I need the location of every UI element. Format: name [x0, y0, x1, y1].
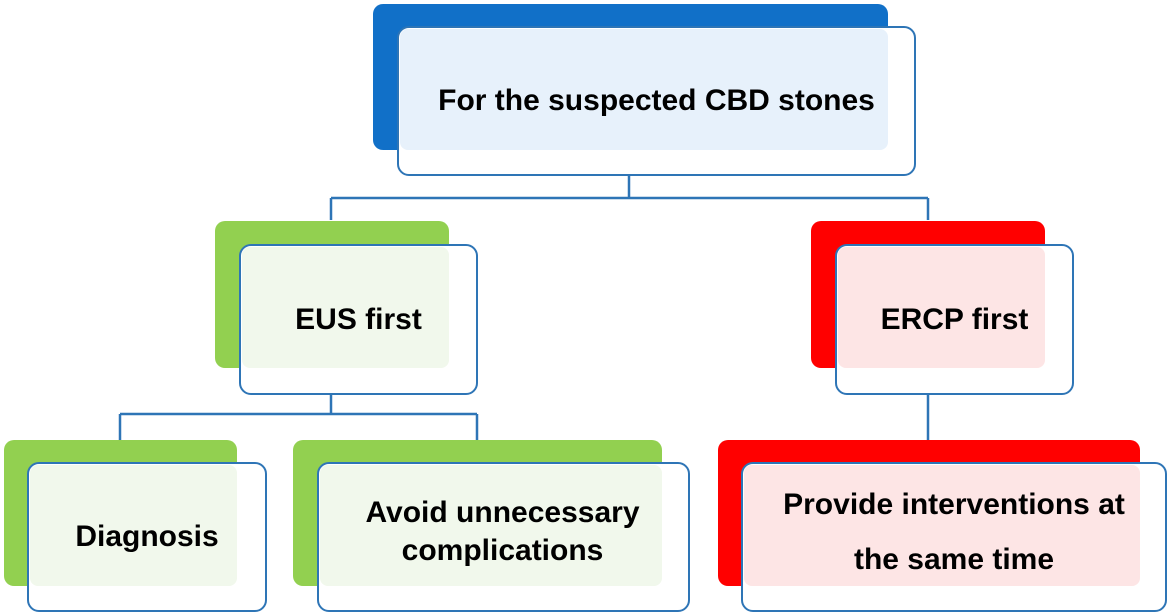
ercp-label: ERCP first [880, 302, 1029, 336]
avoid-tint [320, 465, 662, 586]
avoid-label: Avoid unnecessary complications [365, 496, 640, 567]
provide-label: Provide interventions at the same time [783, 488, 1125, 576]
root-label: For the suspected CBD stones [438, 84, 875, 117]
diagnosis-tint [30, 465, 237, 586]
eus-tint [242, 247, 449, 368]
diagnosis-label: Diagnosis [75, 520, 219, 553]
eus-label: EUS first [295, 302, 422, 336]
root-tint [400, 29, 888, 150]
provide-tint [744, 465, 1140, 586]
ercp-tint [838, 247, 1045, 368]
